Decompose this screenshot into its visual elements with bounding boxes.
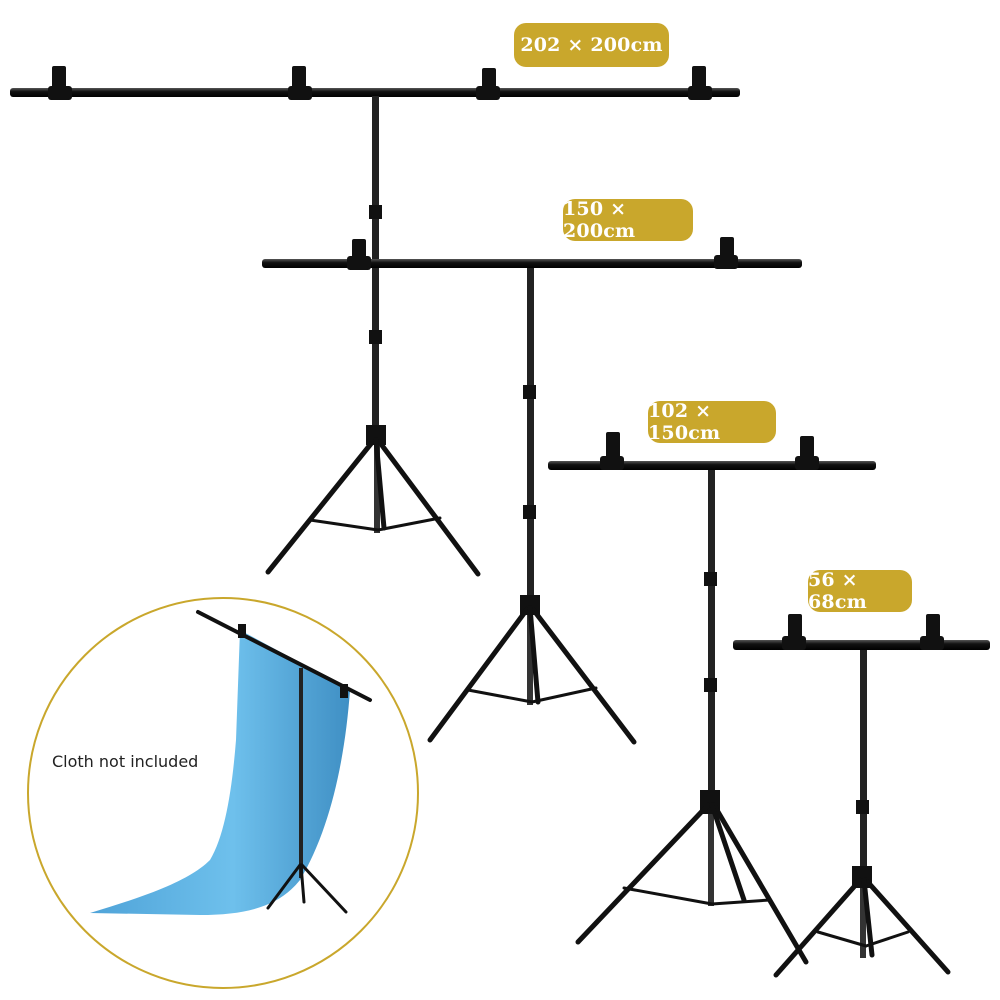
backdrop-stand-mini [733, 614, 990, 978]
size-badge-202x200: 202 × 200cm [514, 23, 669, 67]
tripod-legs [265, 437, 481, 577]
inset-ring [27, 597, 419, 989]
backdrop-stand-small [548, 432, 876, 965]
crossbar [10, 88, 740, 97]
backdrop-stand-large [10, 66, 740, 577]
backdrop-stand-medium [262, 237, 802, 745]
size-badge-56x68: 56 × 68cm [808, 569, 912, 613]
size-badge-150x200: 150 × 200cm [563, 198, 693, 242]
cloth-inset [27, 597, 419, 989]
blue-backdrop-cloth [90, 630, 350, 915]
clamp-clip [48, 66, 712, 100]
size-badge-102x150: 102 × 150cm [648, 400, 776, 444]
cloth-not-included-caption: Cloth not included [52, 752, 199, 771]
